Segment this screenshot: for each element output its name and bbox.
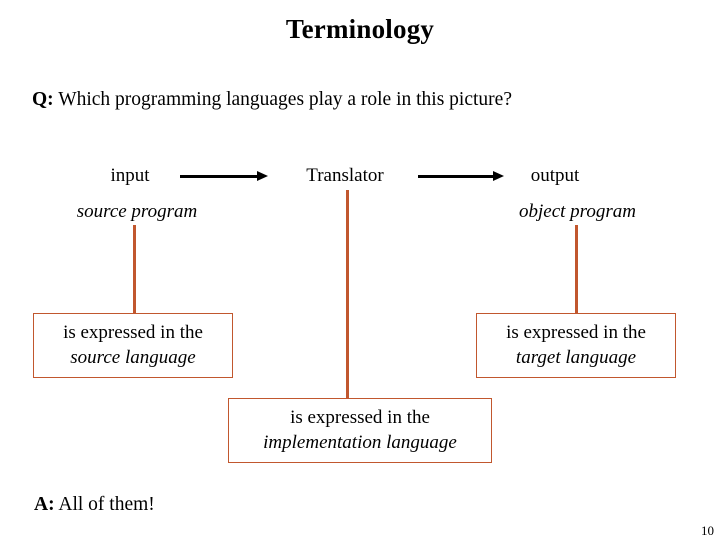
page-title: Terminology — [285, 14, 435, 44]
answer-prefix: A: — [34, 494, 55, 515]
arrow-head — [257, 171, 268, 181]
box-implementation-language-line-2: implementation language — [263, 431, 457, 453]
connector-line-object-program — [575, 225, 578, 314]
box-implementation-language-line-1: is expressed in the — [290, 407, 430, 429]
answer-text: All of them! — [54, 494, 155, 515]
page-number: 10 — [701, 523, 714, 539]
box-target-language-line-2: target language — [515, 346, 637, 368]
question-line: Q: Which programming languages play a ro… — [32, 88, 512, 112]
arrow-shaft — [418, 175, 495, 178]
arrow-shaft — [180, 175, 259, 178]
box-implementation-language: is expressed in the implementation langu… — [228, 398, 492, 463]
question-prefix: Q: — [32, 89, 54, 110]
answer-line: A: All of them! — [34, 493, 155, 517]
flow-node-translator-label: Translator — [306, 165, 384, 186]
question-text: Which programming languages play a role … — [53, 89, 512, 110]
arrow-head — [493, 171, 504, 181]
box-source-language: is expressed in the source language — [33, 313, 233, 378]
flow-node-output-sublabel: object program — [519, 201, 636, 222]
box-source-language-line-2: source language — [70, 346, 196, 368]
box-target-language: is expressed in the target language — [476, 313, 676, 378]
flow-node-output-label: output — [530, 165, 580, 186]
flow-node-input-label: input — [110, 165, 150, 186]
flow-node-input-sublabel: source program — [76, 201, 198, 222]
arrow-right-icon-input-to-translator — [180, 171, 268, 182]
box-target-language-line-1: is expressed in the — [506, 322, 646, 344]
connector-line-source-program — [133, 225, 136, 314]
arrow-right-icon-translator-to-output — [418, 171, 504, 182]
connector-line-translator — [346, 190, 349, 399]
box-source-language-line-1: is expressed in the — [63, 322, 203, 344]
